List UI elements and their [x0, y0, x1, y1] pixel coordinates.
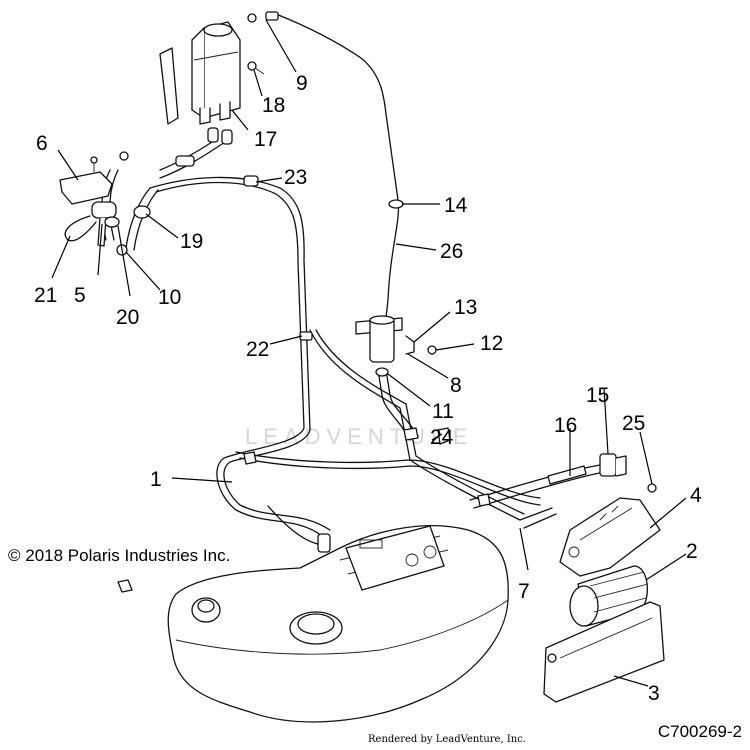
part-16-line-section: [547, 465, 587, 485]
callout-26: 26: [440, 240, 463, 263]
callout-25: 25: [622, 412, 645, 435]
callout-3: 3: [648, 682, 660, 705]
callout-23: 23: [284, 166, 307, 189]
callout-13: 13: [454, 296, 477, 319]
leader-lines: [51, 19, 687, 687]
callout-labels: 1 2 3 4 5 6 7 8 9 10 11 12 13 14 15 16 1…: [34, 72, 702, 705]
part-8-fuel-filter: [355, 315, 415, 363]
line-1-end: [267, 505, 319, 545]
render-credit: Rendered by LeadVenture, Inc.: [368, 734, 526, 745]
part-23-clip: [243, 175, 259, 187]
part-3-bracket: [543, 601, 665, 703]
callout-5: 5: [74, 284, 86, 307]
part-4-pump-cover: [559, 497, 661, 577]
part-11-clamp: [375, 367, 389, 377]
callout-1: 1: [150, 468, 162, 491]
vent-connectors: [119, 127, 233, 167]
strap: [159, 47, 179, 125]
fuel-tank: [117, 525, 509, 723]
callout-16: 16: [554, 414, 577, 437]
fuel-lines: [101, 13, 605, 537]
callout-15: 15: [586, 384, 609, 407]
callout-12: 12: [480, 332, 503, 355]
part-18-screw: [247, 61, 265, 75]
callout-18: 18: [262, 94, 285, 117]
line-clips: [243, 427, 491, 507]
watermark-text: LEADVENTURE: [245, 424, 474, 449]
callout-20: 20: [116, 306, 139, 329]
part-9-clip: [247, 11, 279, 23]
part-25-screw: [647, 483, 657, 493]
callout-14: 14: [444, 194, 468, 217]
part-5-valve: [91, 201, 117, 247]
callout-10: 10: [158, 286, 181, 309]
callout-7: 7: [518, 580, 530, 603]
part-12-screw: [427, 345, 437, 355]
callout-2: 2: [686, 540, 698, 563]
diagram-code: C700269-2: [657, 722, 742, 741]
part-20-clamp: [104, 216, 120, 228]
callout-19: 19: [180, 230, 203, 253]
callout-6: 6: [36, 132, 48, 155]
part-19-clamp: [133, 205, 151, 219]
part-14-clip: [388, 199, 404, 209]
part-17-reservoir: [191, 21, 241, 125]
callout-9: 9: [296, 72, 308, 95]
part-15-connector: [599, 453, 627, 477]
part-24-clip: [437, 427, 451, 445]
callout-22: 22: [246, 338, 269, 361]
callout-17: 17: [254, 128, 277, 151]
callout-4: 4: [690, 484, 702, 507]
callout-11: 11: [432, 400, 454, 423]
callout-8: 8: [450, 374, 462, 397]
copyright-notice: © 2018 Polaris Industries Inc.: [8, 546, 231, 565]
callout-24: 24: [430, 426, 454, 449]
callout-21: 21: [34, 284, 57, 307]
part-6-bracket: [59, 156, 113, 205]
